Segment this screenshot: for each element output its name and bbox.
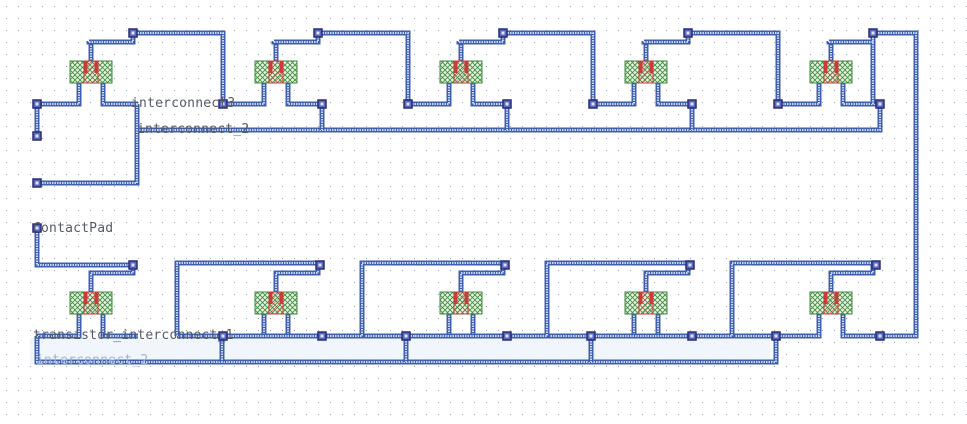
gate-contact: [279, 292, 283, 304]
via-core: [318, 263, 322, 267]
via-contacts: [32, 28, 885, 341]
via-core: [35, 181, 39, 185]
via-core: [776, 102, 780, 106]
gate-contact: [454, 61, 458, 73]
wire-fill: [415, 262, 690, 337]
gate-contact: [84, 61, 88, 73]
gate-contact: [824, 292, 828, 304]
transistor-devices: [69, 60, 853, 315]
via-core: [35, 134, 39, 138]
via-core: [878, 334, 882, 338]
via-core: [690, 334, 694, 338]
via-core: [871, 31, 875, 35]
via-core: [131, 31, 135, 35]
via-core: [221, 334, 225, 338]
wire-fill: [873, 32, 917, 337]
gate-contact: [464, 61, 468, 73]
transistor[interactable]: [809, 60, 853, 84]
via-core: [35, 102, 39, 106]
transistor[interactable]: [809, 291, 853, 315]
gate-contact: [464, 292, 468, 304]
via-core: [774, 334, 778, 338]
via-core: [878, 102, 882, 106]
wire-fill: [37, 104, 138, 184]
wire-fill: [600, 262, 876, 337]
via-core: [591, 102, 595, 106]
gate-contact: [279, 61, 283, 73]
gate-contact: [454, 292, 458, 304]
gate-contact: [269, 292, 273, 304]
transistor[interactable]: [439, 60, 483, 84]
via-core: [686, 31, 690, 35]
gate-contact: [834, 292, 838, 304]
via-core: [35, 226, 39, 230]
label-interconnect-2-top[interactable]: interconnect_2: [137, 122, 249, 137]
label-interconnect-2-bottom[interactable]: interconnect_2: [36, 353, 148, 368]
gate-contact: [649, 61, 653, 73]
via-core: [688, 263, 692, 267]
via-core: [690, 102, 694, 106]
via-core: [501, 31, 505, 35]
wire-fill: [230, 262, 505, 337]
via-core: [316, 31, 320, 35]
wire-fill: [176, 262, 320, 336]
transistor[interactable]: [624, 60, 668, 84]
gate-contact: [639, 61, 643, 73]
gate-contact: [84, 292, 88, 304]
gate-contact: [639, 292, 643, 304]
transistor[interactable]: [69, 60, 113, 84]
gate-contact: [649, 292, 653, 304]
via-core: [406, 102, 410, 106]
via-core: [404, 334, 408, 338]
label-interconnect3[interactable]: interconnect3: [131, 96, 235, 111]
wire-fill: [137, 104, 881, 131]
wire-fill: [36, 228, 133, 266]
via-core: [320, 334, 324, 338]
transistor[interactable]: [69, 291, 113, 315]
gate-contact: [94, 61, 98, 73]
via-core: [505, 102, 509, 106]
via-core: [221, 102, 225, 106]
via-core: [874, 263, 878, 267]
gate-contact: [269, 61, 273, 73]
transistor[interactable]: [254, 60, 298, 84]
transistor[interactable]: [624, 291, 668, 315]
gate-contact: [834, 61, 838, 73]
label-contact-pad[interactable]: ContactPad: [33, 221, 113, 236]
gate-contact: [824, 61, 828, 73]
via-core: [503, 263, 507, 267]
transistor[interactable]: [254, 291, 298, 315]
gate-contact: [94, 292, 98, 304]
via-core: [505, 334, 509, 338]
via-core: [589, 334, 593, 338]
via-core: [131, 263, 135, 267]
label-transistor-interconnect-1[interactable]: transistor_interconnect_1: [33, 328, 234, 343]
via-core: [320, 102, 324, 106]
transistor[interactable]: [439, 291, 483, 315]
